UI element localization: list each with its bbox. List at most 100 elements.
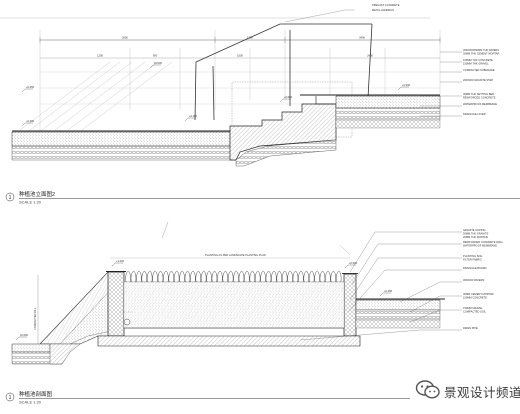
title-block-2: 1 种植池剖面图 SCALE 1:20 [5,390,410,405]
gravel-base-left [11,145,237,161]
shrub [136,270,142,283]
planter-wall-left [107,271,125,337]
shrub [173,270,180,283]
callout-text: 100MM CONCRETE [463,296,487,300]
shrub [271,270,277,283]
extension-lines [39,30,441,135]
callout-text: 300X300 PAVERS [463,278,485,282]
shrub [254,270,261,283]
callout-text: PLANTING SOIL [463,254,483,258]
callout-text: 150MM GRAVEL [463,306,483,310]
shrub [146,270,153,283]
shrub [141,270,147,283]
planting-note: PLANTING AS PER LANDSCAPE PLANTING PLAN [205,253,266,257]
level-markers-2: +1.200 +0.450 ±0.000 +0.900 [15,259,393,341]
shrub [168,270,174,283]
granite-steps [229,103,337,161]
callout-text: 30MM THK CEMENT MORTAR [463,52,500,56]
dim-label: 1200 [97,54,103,58]
paving-left [11,343,51,353]
material-callouts-2 [299,231,462,341]
section-panel-2: COMPACTED FILL PLANTING AS PER LANDSCAPE… [5,221,504,405]
shrub [325,270,331,283]
dim-label: 3400 [359,36,365,40]
dim-label: 900 [153,54,158,58]
level-markers: +0.450 +0.300 +0.150 ±0.000 +0.600 +0.90… [21,61,411,127]
callout-text: 300X300X50MM THK PAVERS [463,48,499,52]
level-tag: +0.600 [284,95,293,99]
drain-pipe [123,318,131,326]
shrub [260,270,266,283]
callout-text: 150MM THK GRAVEL [463,62,489,66]
callout-text: WATERPROOF MEMBRANE [463,244,497,248]
callout-text: DRAIN PIPE [463,326,478,330]
level-tag: +0.300 [26,119,35,123]
shrub [130,270,137,283]
paving-slab-left [11,131,231,147]
dim-label: 1500 [237,54,243,58]
shrub [276,270,282,283]
shrub [125,270,131,283]
shrub [179,270,185,283]
callout-text: GRANITE COPING [463,228,485,232]
watermark-text: 景观设计频道 [444,385,520,400]
title-block-1: 1 种植池立面图2 SCALE 1:20 [5,190,520,205]
shrub [335,270,342,283]
shrub [287,270,293,283]
dim-label: 2650 [122,36,128,40]
shrub [217,270,223,283]
shrub [190,270,196,283]
note-top: METAL HANDRAIL [372,8,395,12]
paving-slab-right [335,95,441,109]
drawing-title: 种植池剖面图 [19,390,53,398]
section-panel-1: 2650 1200 3400 1200 900 1500 2400 [0,3,520,205]
shrub [249,270,255,283]
callout-text: WATERPROOF MEMBRANE [463,102,497,106]
shrub [292,270,299,283]
callout-text: 30MM THK SETTING BED [463,92,494,96]
shrub [184,270,191,283]
shrub [319,270,326,283]
drawing-title: 种植池立面图2 [19,190,55,198]
level-tag: +0.900 [349,261,358,265]
drawing-scale: SCALE 1:20 [19,200,42,205]
shrub [163,270,169,283]
shrub [303,270,309,283]
shrub [157,270,164,283]
shrub [308,270,315,283]
drawing-number: 1 [9,395,12,401]
level-tag: +0.900 [402,83,411,87]
shrub [200,270,207,283]
callout-text: 20MM THK MORTAR [463,235,488,239]
callout-text: 30MM CEMENT MORTAR [463,292,494,296]
shrub [314,270,320,283]
side-label: COMPACTED FILL [33,307,37,330]
wall-elevation-lines [19,61,173,131]
drawing-scale: SCALE 1:20 [19,400,42,405]
callout-text: FILTER FABRIC [463,258,482,262]
level-tag: ±0.000 [20,333,28,337]
shrub [227,270,234,283]
shrub [211,270,218,283]
note-top: PRECAST CONCRETE [372,3,400,7]
shrub [206,270,212,283]
level-tag: +0.450 [384,289,393,293]
shrub [195,270,201,283]
level-tag: ±0.000 [154,61,162,65]
wechat-channel-icon [415,380,440,399]
drawing-number: 1 [9,195,12,201]
callout-text: COMPACTED SUBGRADE [463,68,495,72]
callout-text: REINFORCED CONCRETE WALL [463,240,504,244]
metal-handrail [194,9,373,121]
callout-text: 100MM THK CONCRETE [463,58,493,62]
callout-text: REINFORCED CONCRETE [463,96,496,100]
shrub [152,270,158,283]
shrub [238,270,245,283]
paving-right [355,299,441,311]
level-tag: +0.150 [189,114,198,118]
shrub [281,270,288,283]
callout-text: 50MM THK GRANITE [463,232,489,236]
shrub [330,270,336,283]
shrub [222,270,228,283]
callout-text: DRAINAGE BOARD [463,266,487,270]
